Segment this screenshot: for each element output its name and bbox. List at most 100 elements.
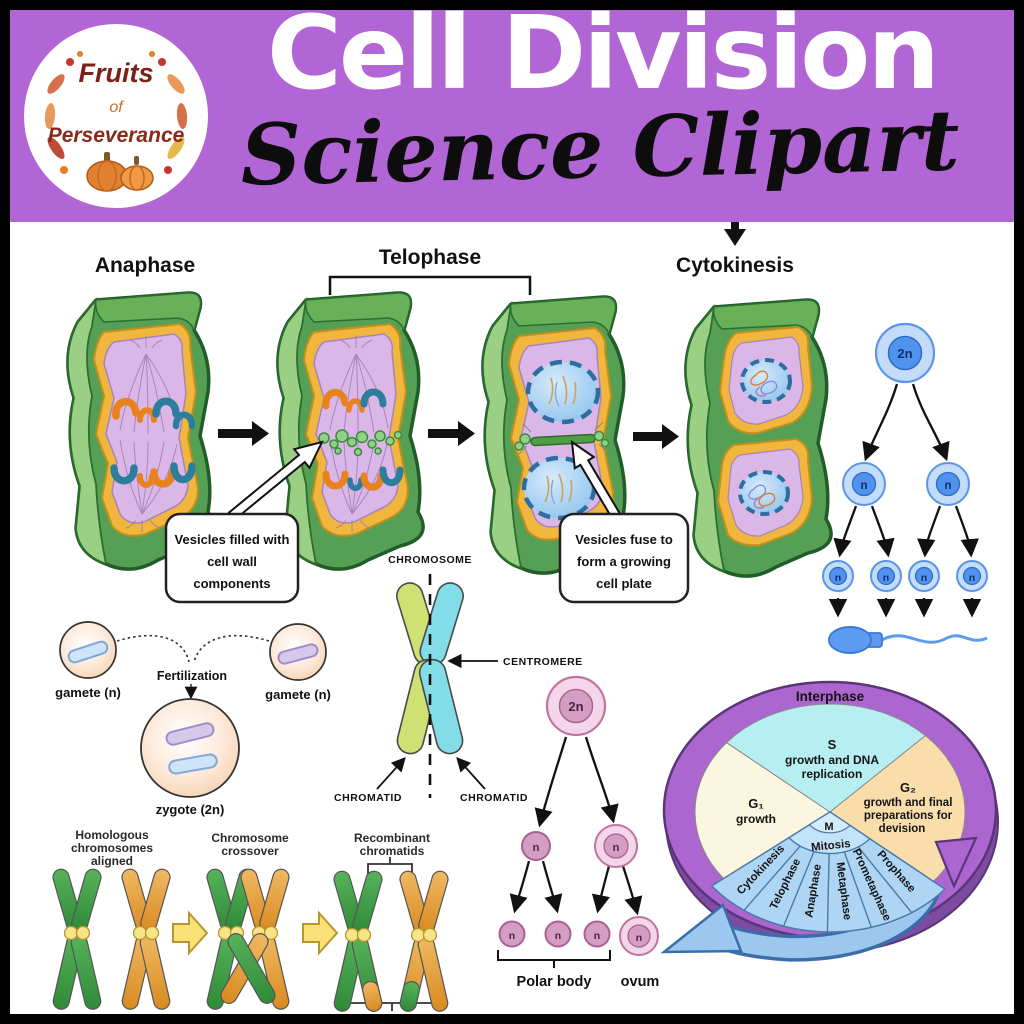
- cell-label-n: n: [921, 572, 927, 584]
- interphase-label: Interphase: [796, 689, 865, 704]
- logo-wreath: [44, 51, 188, 174]
- step1-line1: Homologous: [75, 828, 149, 842]
- chromosome-label: CHROMOSOME: [388, 554, 472, 566]
- telophase-bracket: [328, 275, 532, 295]
- m-label: M: [824, 821, 833, 833]
- step3-line2: chromatids: [360, 844, 425, 858]
- step2-line2: crossover: [221, 844, 279, 858]
- arrow-1: [218, 421, 269, 446]
- cell-label-2n: 2n: [568, 699, 583, 714]
- step1-line2: chromosomes: [71, 841, 153, 855]
- callout1-line1: Vesicles filled with: [175, 532, 290, 547]
- sperm-mother-cell: 2n: [874, 322, 936, 384]
- oocyte-2n: 2n: [545, 675, 607, 737]
- s-desc2: replication: [802, 767, 863, 781]
- yellow-arrow-1: [172, 910, 209, 956]
- cell-label-n: n: [613, 842, 620, 854]
- callout1-line2: cell wall: [207, 554, 257, 569]
- gamete-left-label: gamete (n): [55, 685, 121, 700]
- s-label: S: [828, 737, 837, 752]
- step1-line3: aligned: [91, 854, 133, 868]
- g2-desc2: preparations for: [864, 810, 953, 822]
- fertilization-label: Fertilization: [157, 669, 227, 683]
- diagram-canvas: Anaphase Telophase Cytokinesis: [52, 222, 999, 1012]
- logo-pumpkins: [86, 152, 154, 192]
- brand-logo: Fruits of Perseverance: [24, 24, 208, 208]
- plant-cell-anaphase: [66, 291, 215, 571]
- g1-label: G₁: [748, 796, 764, 811]
- mitosis-label: Mitosis: [811, 838, 852, 854]
- cytokinesis-down-arrow-icon: [724, 222, 746, 246]
- secondary-spermatocytes: n n: [842, 462, 970, 506]
- page-title: Cell Division: [267, 0, 940, 113]
- s-desc1: growth and DNA: [785, 753, 879, 767]
- centromere-label: CENTROMERE: [503, 656, 583, 668]
- chromatid-right-label: CHROMATID: [460, 792, 528, 804]
- title-banner: Fruits of Perseverance: [10, 10, 1014, 222]
- cell-label-2n: 2n: [897, 346, 912, 361]
- cell-label-n: n: [636, 932, 642, 944]
- cell-cycle-wheel: Interphase S growth and DNA replication …: [660, 680, 999, 962]
- recombinant-pair: [333, 870, 449, 1012]
- mitosis-exit-arrowhead: [660, 902, 743, 954]
- fertilization-diagram: Fertilization gamete (n) gamete (n) zygo…: [55, 621, 331, 817]
- s-sector: [725, 703, 927, 813]
- cell-label-n: n: [509, 930, 515, 942]
- cell-label-n: n: [969, 572, 975, 584]
- crossover-pair: [206, 868, 290, 1010]
- ovum-label: ovum: [621, 974, 660, 990]
- zygote-cell: [140, 698, 240, 798]
- callout1-line3: components: [193, 576, 270, 591]
- logo-art: Fruits of Perseverance: [44, 51, 188, 192]
- gamete-right-label: gamete (n): [265, 687, 331, 702]
- cell-label-n: n: [533, 842, 540, 854]
- step2-line1: Chromosome: [211, 831, 289, 845]
- homologous-pair: [52, 868, 171, 1010]
- plant-cell-cytokinesis: [684, 298, 833, 578]
- yellow-arrow-2: [302, 910, 339, 956]
- g2-desc3: devision: [879, 823, 926, 835]
- vesicle-cluster: [318, 429, 403, 457]
- anaphase-label: Anaphase: [95, 254, 195, 277]
- cell-label-n: n: [860, 480, 867, 492]
- cell-label-n: n: [883, 572, 889, 584]
- g1-sector: [694, 741, 831, 880]
- g2-label: G₂: [900, 780, 916, 795]
- plant-cell-telophase-vesicles: [276, 291, 425, 571]
- cell-label-n: n: [594, 930, 600, 942]
- chromosome-structure-diagram: CHROMOSOME CENTROMERE CHROMATID CHROMATI…: [334, 554, 583, 804]
- zygote-label: zygote (2n): [156, 802, 225, 817]
- logo-line1: Fruits: [78, 58, 153, 88]
- spermatogenesis-diagram: 2n n n n n n n: [822, 322, 988, 654]
- logo-line2: of: [109, 99, 124, 116]
- callout2-line1: Vesicles fuse to: [575, 532, 673, 547]
- cytokinesis-label: Cytokinesis: [676, 254, 794, 277]
- g1-desc: growth: [736, 812, 776, 826]
- arrow-3: [633, 424, 679, 449]
- oogenesis-diagram: 2n n n n n n n Polar body ovum: [497, 675, 660, 990]
- cell-label-n: n: [555, 930, 561, 942]
- m-inner-sector: [808, 811, 851, 834]
- sperm-icon: [828, 626, 988, 654]
- g2-desc1: growth and final: [864, 797, 953, 809]
- spermatids: n n n n: [822, 560, 988, 592]
- arrow-2: [428, 421, 475, 446]
- polar-body-label: Polar body: [517, 974, 592, 990]
- telophase-label: Telophase: [379, 246, 481, 269]
- cell-label-n: n: [944, 480, 951, 492]
- crossover-diagram: Homologous chromosomes aligned Chromosom…: [52, 828, 449, 1012]
- callout2-line3: cell plate: [596, 576, 652, 591]
- ovum-cell: n: [619, 916, 659, 956]
- vesicles-fuse-callout: Vesicles fuse to form a growing cell pla…: [558, 439, 690, 604]
- page-subtitle: Science Clipart: [239, 90, 961, 205]
- callout2-line2: form a growing: [577, 554, 671, 569]
- vesicles-filled-callout: Vesicles filled with cell wall component…: [164, 440, 324, 604]
- interphase-ring-arrowhead: [934, 836, 978, 889]
- cell-label-n: n: [835, 572, 841, 584]
- polar-body-bracket: [497, 950, 611, 968]
- secondary-oocyte: n: [594, 824, 638, 868]
- recombinant-bracket-bottom: [339, 993, 445, 1011]
- g2-sector: [829, 734, 966, 883]
- chromatid-left-label: CHROMATID: [334, 792, 402, 804]
- recombinant-bracket-top: [367, 857, 413, 874]
